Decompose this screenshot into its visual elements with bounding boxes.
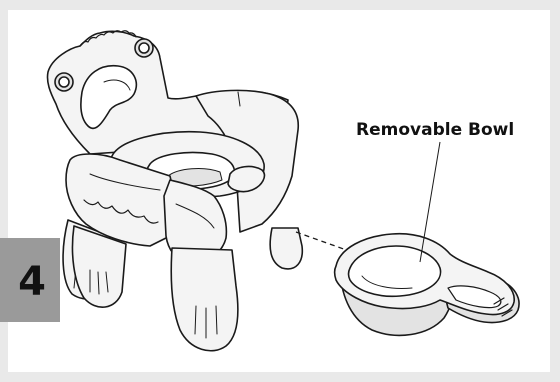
potty-chair-icon — [47, 31, 302, 351]
removable-bowl-label: Removable Bowl — [356, 119, 546, 141]
removable-bowl-icon — [335, 234, 520, 336]
step-number: 4 — [8, 262, 56, 302]
